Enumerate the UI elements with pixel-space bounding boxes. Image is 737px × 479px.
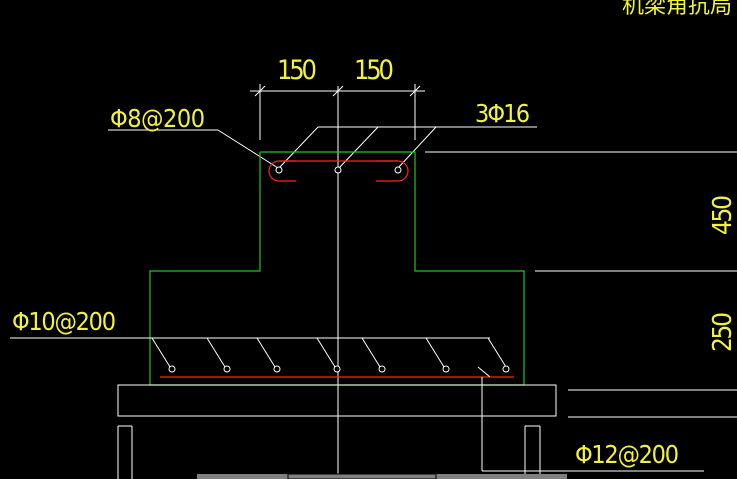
label-slab-bars: Φ12@200 [575,440,679,469]
dim-upper-height: 450 [708,195,737,235]
label-top-bars: 3Φ16 [475,99,530,128]
top-bar-dots [275,166,402,174]
top-dimension [250,84,425,140]
beam-section-outline [149,151,525,386]
bottom-grey-bar-inner [287,473,437,479]
dim-top-left: 150 [277,55,317,86]
dim-lower-height: 250 [708,312,737,352]
slab-bars-leader [477,366,704,472]
stirrup-leader [108,129,279,169]
bottom-bar-dots [168,365,510,373]
label-stirrup: Φ8@200 [110,104,205,133]
extension-lines [425,151,737,418]
top-bars-leader [278,126,537,169]
dim-top-right: 150 [354,55,394,86]
slab-outline [117,384,557,479]
bottom-bars-leader [10,337,507,368]
label-bottom-transverse: Φ10@200 [12,307,116,336]
drawing-title-fragment: 机梁角抗局 [622,0,732,19]
bottom-grey-bar [197,474,567,479]
top-rebar [268,160,409,182]
